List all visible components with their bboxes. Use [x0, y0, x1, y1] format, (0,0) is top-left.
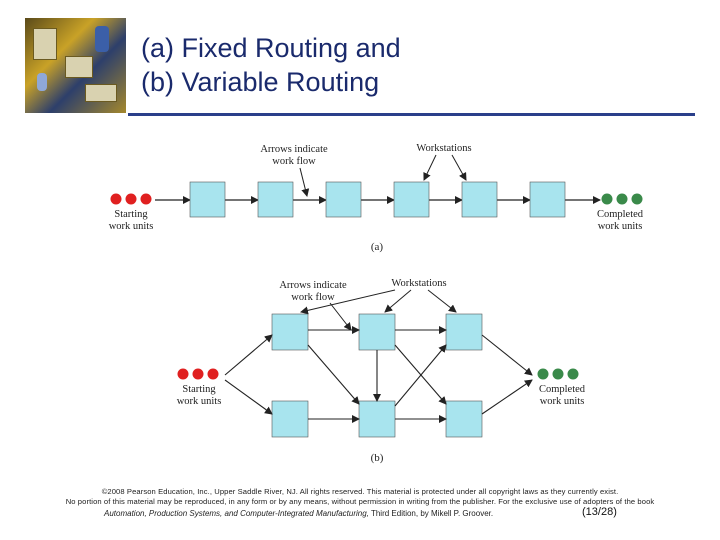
starting-unit	[110, 193, 122, 205]
workstation-b2	[358, 313, 396, 351]
completed-unit	[631, 193, 643, 205]
starting-unit	[192, 368, 204, 380]
annotation-pointer	[427, 289, 457, 313]
arrows-label-b-line1: Arrows indicate	[279, 280, 347, 291]
starting-unit	[207, 368, 219, 380]
annotation-pointer	[423, 154, 437, 181]
workstation-b5	[358, 400, 396, 438]
start-label-a-line2: work units	[109, 221, 154, 232]
flow-arrow	[224, 334, 273, 376]
arrows-label-a-line1: Arrows indicate	[260, 144, 328, 155]
title-line-2: (b) Variable Routing	[141, 67, 380, 97]
flow-arrow	[224, 379, 273, 415]
workstation-a2	[257, 181, 294, 218]
workstation-a5	[461, 181, 498, 218]
book-citation: Automation, Production Systems, and Comp…	[104, 509, 493, 518]
annotation-pointer	[384, 289, 412, 313]
workstation-a6	[529, 181, 566, 218]
workstation-b6	[445, 400, 483, 438]
page-number: (13/28)	[582, 506, 617, 518]
circuit-board-image	[25, 18, 128, 113]
copyright-line-1: ©2008 Pearson Education, Inc., Upper Sad…	[101, 487, 619, 496]
completed-unit	[537, 368, 549, 380]
starting-unit	[177, 368, 189, 380]
annotation-pointer	[299, 167, 310, 197]
flow-arrow	[394, 344, 447, 407]
flow-arrow	[394, 344, 447, 405]
complete-label-b-line2: work units	[540, 396, 585, 407]
annotation-pointer	[451, 154, 467, 181]
completed-unit	[601, 193, 613, 205]
title-line-1: (a) Fixed Routing and	[141, 33, 401, 63]
completed-unit	[552, 368, 564, 380]
workstation-a4	[393, 181, 430, 218]
complete-label-a-line1: Completed	[597, 209, 644, 220]
diagram-b-variable-routing: Arrows indicate work flow Workstations S…	[177, 278, 586, 464]
workstation-b3	[445, 313, 483, 351]
annotation-pointer	[329, 302, 352, 331]
copyright-line-2: No portion of this material may be repro…	[65, 497, 655, 506]
slide-title: (a) Fixed Routing and (b) Variable Routi…	[141, 31, 401, 99]
caption-b: (b)	[371, 452, 384, 464]
start-label-a-line1: Starting	[114, 209, 148, 220]
diagram-a-fixed-routing: Arrows indicate work flow Workstations S…	[109, 143, 644, 253]
complete-label-a-line2: work units	[598, 221, 643, 232]
title-underline	[128, 113, 695, 116]
workstation-b4	[271, 400, 309, 438]
flow-arrow	[481, 334, 533, 376]
completed-unit	[567, 368, 579, 380]
annotation-pointer	[300, 289, 396, 315]
workstation-b1	[271, 313, 309, 351]
book-edition: Third Edition, by Mikell P. Groover.	[368, 509, 494, 518]
workstation-a1	[189, 181, 226, 218]
arrows-label-a-line2: work flow	[272, 156, 316, 167]
caption-a: (a)	[371, 241, 384, 253]
arrows-label-b-line2: work flow	[291, 292, 335, 303]
book-title: Automation, Production Systems, and Comp…	[104, 509, 369, 518]
completed-unit	[616, 193, 628, 205]
workstation-a3	[325, 181, 362, 218]
title-divider-vertical	[126, 18, 128, 116]
start-label-b-line2: work units	[177, 396, 222, 407]
starting-unit	[125, 193, 137, 205]
flow-arrow	[307, 344, 360, 405]
starting-unit	[140, 193, 152, 205]
complete-label-b-line1: Completed	[539, 384, 586, 395]
workstations-label-b: Workstations	[391, 278, 446, 289]
flow-arrow	[481, 379, 533, 415]
start-label-b-line1: Starting	[182, 384, 216, 395]
workstations-label-a: Workstations	[416, 143, 471, 154]
